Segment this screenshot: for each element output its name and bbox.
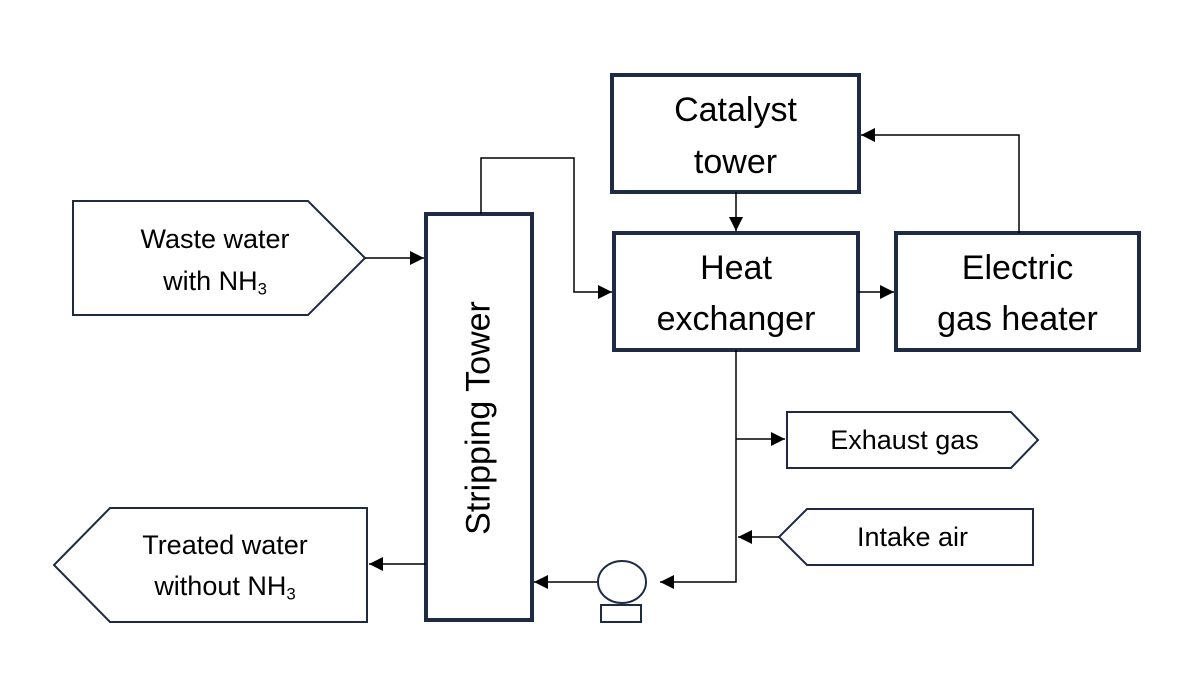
waste-water-label-line2: with NH3 (90, 266, 340, 298)
line-exchanger-to-pump (660, 350, 737, 589)
stripping-tower-box (424, 212, 534, 622)
treated-water-label-line2: without NH3 (100, 571, 350, 603)
heat-exchanger-box (612, 231, 860, 352)
catalyst-tower-label-line1: Catalyst (674, 91, 797, 129)
electric-gas-heater-label-line1: Electric (961, 249, 1074, 287)
electric-gas-heater-box (894, 231, 1141, 352)
treated-water-label-line1: Treated water (142, 530, 308, 560)
treated-water-label-prefix: without NH (154, 571, 287, 601)
pump-icon (597, 560, 647, 623)
exhaust-gas-label: Exhaust gas (830, 425, 979, 455)
electric-gas-heater-label-line2: gas heater (937, 300, 1098, 338)
catalyst-tower-label-line2: tower (693, 143, 778, 181)
heat-exchanger-label-line2: exchanger (656, 300, 816, 338)
arrow-heater-to-catalyst (861, 128, 1020, 233)
intake-air-shape (777, 508, 1034, 566)
waste-water-label-prefix: with NH (163, 266, 258, 296)
waste-water-label-subscript: 3 (257, 279, 267, 299)
intake-air-label: Intake air (856, 522, 969, 552)
waste-water-shape (72, 200, 367, 316)
stripping-tower-label: Stripping Tower (459, 301, 498, 535)
exhaust-gas-shape (786, 411, 1040, 469)
waste-water-label-line1: Waste water (140, 224, 290, 254)
treated-water-shape (52, 507, 368, 623)
arrow-stripping-to-exchanger (480, 157, 612, 299)
catalyst-tower-box (610, 73, 861, 194)
heat-exchanger-label-line1: Heat (700, 249, 772, 287)
treated-water-label-subscript: 3 (286, 584, 296, 604)
